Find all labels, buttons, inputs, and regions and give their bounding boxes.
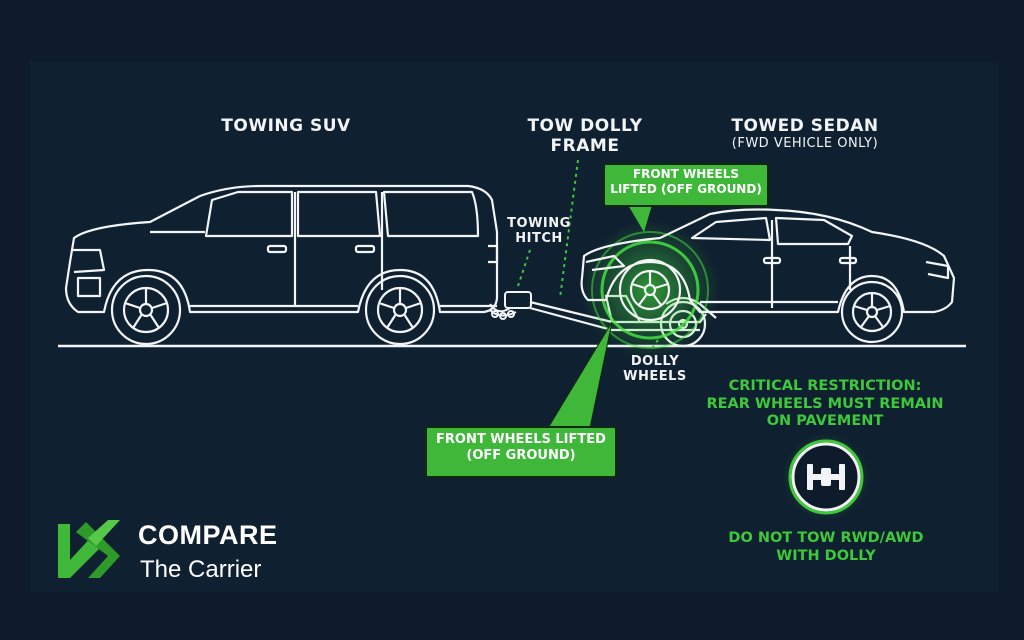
suv-rear-wheel	[364, 274, 436, 346]
dolly-wheels-label: DOLLY WHEELS	[623, 354, 687, 385]
leader-lines	[517, 159, 659, 349]
sedan-rear-wheel	[840, 280, 904, 344]
front-wheels-callout-top: FRONT WHEELS LIFTED (OFF GROUND)	[603, 163, 769, 207]
suv-front-wheel	[110, 274, 182, 346]
critical-restriction-text: CRITICAL RESTRICTION: REAR WHEELS MUST R…	[706, 378, 944, 430]
brand-logo-mark	[58, 520, 120, 578]
towing-hitch-label: TOWING HITCH	[507, 216, 571, 247]
towed-sedan-note: (FWD VEHICLE ONLY)	[731, 136, 879, 151]
tow-dolly-frame-label: TOW DOLLY FRAME	[527, 116, 643, 157]
axle-icon	[782, 433, 870, 521]
brand-name-line2: The Carrier	[140, 556, 262, 583]
towing-suv	[64, 184, 499, 314]
front-wheel-glow	[580, 220, 720, 360]
rwd-awd-warning-text: DO NOT TOW RWD/AWD WITH DOLLY	[728, 530, 924, 564]
top-callout-pointer	[628, 205, 652, 232]
towing-suv-label: TOWING SUV	[221, 116, 351, 136]
front-wheels-callout-bottom: FRONT WHEELS LIFTED (OFF GROUND)	[425, 426, 617, 478]
bottom-callout-pointer	[547, 321, 613, 429]
towing-hitch	[489, 291, 532, 320]
towed-sedan-label: TOWED SEDAN	[731, 116, 879, 136]
sedan-front-wheel	[618, 258, 682, 322]
brand-name-line1: COMPARE	[138, 520, 278, 550]
